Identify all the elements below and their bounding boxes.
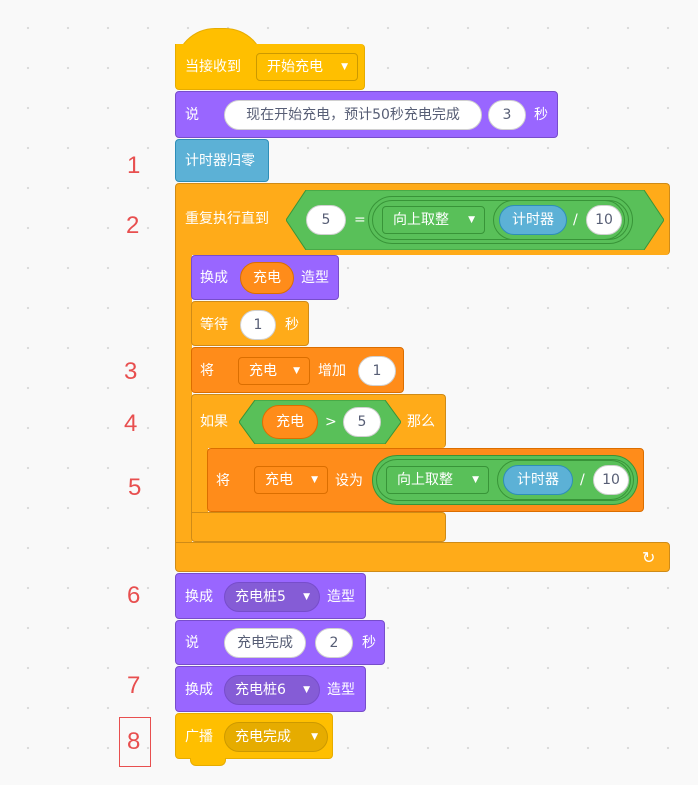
equals-operator-label: = <box>354 212 366 228</box>
annotation-number-6: 6 <box>127 582 141 609</box>
wait-secs-input[interactable]: 1 <box>240 310 276 340</box>
divisor-input[interactable]: 10 <box>586 205 622 235</box>
timer-reporter[interactable]: 计时器 <box>499 205 567 235</box>
costume-5-suffix-label: 造型 <box>327 589 355 605</box>
set-divide-operator-label: / <box>580 472 585 488</box>
equals-left-input[interactable]: 5 <box>306 205 346 235</box>
say-2-unit-label: 秒 <box>362 635 376 651</box>
chevron-down-icon: ▼ <box>303 685 310 695</box>
set-timer-reporter[interactable]: 计时器 <box>503 465 573 495</box>
set-action-label: 设为 <box>335 473 363 489</box>
say-text-input[interactable]: 现在开始充电，预计50秒充电完成 <box>224 100 482 130</box>
costume-6-dropdown[interactable]: 充电桩6 ▼ <box>224 675 320 705</box>
costume-6-suffix-label: 造型 <box>327 682 355 698</box>
divide-operator-label: / <box>573 212 578 228</box>
ceiling-function-value: 向上取整 <box>393 212 449 228</box>
charge-variable-reporter[interactable]: 充电 <box>240 262 294 294</box>
reset-timer-block[interactable]: 计时器归零 <box>175 139 269 182</box>
annotation-number-2: 2 <box>126 212 140 239</box>
change-action-label: 增加 <box>318 363 346 379</box>
change-variable-dropdown[interactable]: 充电 ▼ <box>238 357 310 385</box>
costume-6-value: 充电桩6 <box>235 682 286 698</box>
annotation-number-4: 4 <box>124 410 138 437</box>
set-variable-label: 将 <box>216 473 230 489</box>
set-ceiling-reporter[interactable]: 向上取整 ▼ 计时器 / 10 <box>372 455 638 505</box>
say-label: 说 <box>185 107 199 123</box>
message-dropdown[interactable]: 开始充电 ▼ <box>256 53 358 81</box>
annotation-number-8: 8 <box>127 728 141 755</box>
switch-costume-6-block[interactable]: 换成 充电桩6 ▼ 造型 <box>175 666 366 712</box>
if-block-arm <box>191 447 208 517</box>
if-label: 如果 <box>200 414 228 430</box>
if-charge-variable-reporter[interactable]: 充电 <box>262 405 318 439</box>
say-secs-input[interactable]: 3 <box>488 100 526 130</box>
change-value-input[interactable]: 1 <box>358 356 396 386</box>
set-ceiling-function-value: 向上取整 <box>397 472 453 488</box>
repeat-until-footer: ↻ <box>175 542 670 572</box>
chevron-down-icon: ▼ <box>303 592 310 602</box>
greater-than-label: > <box>325 414 337 430</box>
wait-label: 等待 <box>200 317 228 333</box>
annotation-box-8: 8 <box>119 717 151 767</box>
change-variable-label: 将 <box>200 363 214 379</box>
change-variable-name: 充电 <box>249 363 277 379</box>
say-for-secs-2-block[interactable]: 说 充电完成 2 秒 <box>175 620 385 665</box>
broadcast-bottom-notch <box>190 758 226 766</box>
say-2-secs-input[interactable]: 2 <box>315 628 353 658</box>
ceiling-function-dropdown[interactable]: 向上取整 ▼ <box>382 206 485 234</box>
broadcast-block[interactable]: 广播 充电完成 ▼ <box>175 713 333 759</box>
reset-timer-label: 计时器归零 <box>185 153 255 169</box>
switch-costume-block[interactable]: 换成 充电 造型 <box>191 255 339 300</box>
switch-costume-6-label: 换成 <box>185 682 213 698</box>
set-divisor-input[interactable]: 10 <box>593 465 629 495</box>
chevron-down-icon: ▼ <box>311 475 318 485</box>
ceiling-reporter[interactable]: 向上取整 ▼ 计时器 / 10 <box>368 196 633 244</box>
ceiling-reporter-outline <box>372 200 629 240</box>
costume-5-value: 充电桩5 <box>235 589 286 605</box>
switch-costume-label: 换成 <box>200 270 228 286</box>
broadcast-message-dropdown[interactable]: 充电完成 ▼ <box>224 722 328 752</box>
costume-suffix-label: 造型 <box>301 270 329 286</box>
wait-unit-label: 秒 <box>285 317 299 333</box>
then-label: 那么 <box>407 414 435 430</box>
annotation-number-7: 7 <box>127 672 141 699</box>
if-block-footer <box>191 512 446 542</box>
chevron-down-icon: ▼ <box>293 366 300 376</box>
secs-unit-label: 秒 <box>534 107 548 123</box>
repeat-until-label: 重复执行直到 <box>185 211 269 227</box>
message-dropdown-value: 开始充电 <box>267 59 323 75</box>
broadcast-message-value: 充电完成 <box>235 729 291 745</box>
set-divide-reporter[interactable]: 计时器 / 10 <box>497 460 631 500</box>
divide-reporter[interactable]: 计时器 / 10 <box>493 200 625 240</box>
repeat-until-block[interactable]: 重复执行直到 5 = 向上取整 ▼ 计时器 / 10 <box>175 183 670 255</box>
annotation-number-1: 1 <box>127 152 141 179</box>
switch-costume-5-label: 换成 <box>185 589 213 605</box>
switch-costume-5-block[interactable]: 换成 充电桩5 ▼ 造型 <box>175 573 366 619</box>
if-compare-input[interactable]: 5 <box>343 407 381 437</box>
chevron-down-icon: ▼ <box>341 62 348 72</box>
annotation-number-5: 5 <box>128 474 142 501</box>
say-for-secs-block[interactable]: 说 现在开始充电，预计50秒充电完成 3 秒 <box>175 91 558 138</box>
costume-5-dropdown[interactable]: 充电桩5 ▼ <box>224 582 320 612</box>
annotation-number-3: 3 <box>124 358 138 385</box>
loop-arrow-icon: ↻ <box>642 548 656 567</box>
when-receive-hat-block[interactable]: 当接收到 开始充电 ▼ <box>175 44 365 90</box>
set-variable-name: 充电 <box>265 472 293 488</box>
set-ceiling-function-dropdown[interactable]: 向上取整 ▼ <box>386 466 489 494</box>
if-block[interactable]: 如果 充电 > 5 那么 <box>191 394 446 448</box>
broadcast-label: 广播 <box>185 729 213 745</box>
say-2-text-input[interactable]: 充电完成 <box>224 628 306 658</box>
when-receive-label: 当接收到 <box>185 59 241 75</box>
wait-block[interactable]: 等待 1 秒 <box>191 301 309 346</box>
change-variable-block[interactable]: 将 充电 ▼ 增加 1 <box>191 347 404 393</box>
chevron-down-icon: ▼ <box>472 475 479 485</box>
set-variable-dropdown[interactable]: 充电 ▼ <box>254 466 328 494</box>
set-variable-block[interactable]: 将 充电 ▼ 设为 向上取整 ▼ 计时器 / 10 <box>207 448 644 512</box>
set-ceiling-reporter-outline <box>376 459 634 501</box>
repeat-until-arm <box>175 254 192 544</box>
say-2-label: 说 <box>185 635 199 651</box>
chevron-down-icon: ▼ <box>468 215 475 225</box>
chevron-down-icon: ▼ <box>311 732 318 742</box>
